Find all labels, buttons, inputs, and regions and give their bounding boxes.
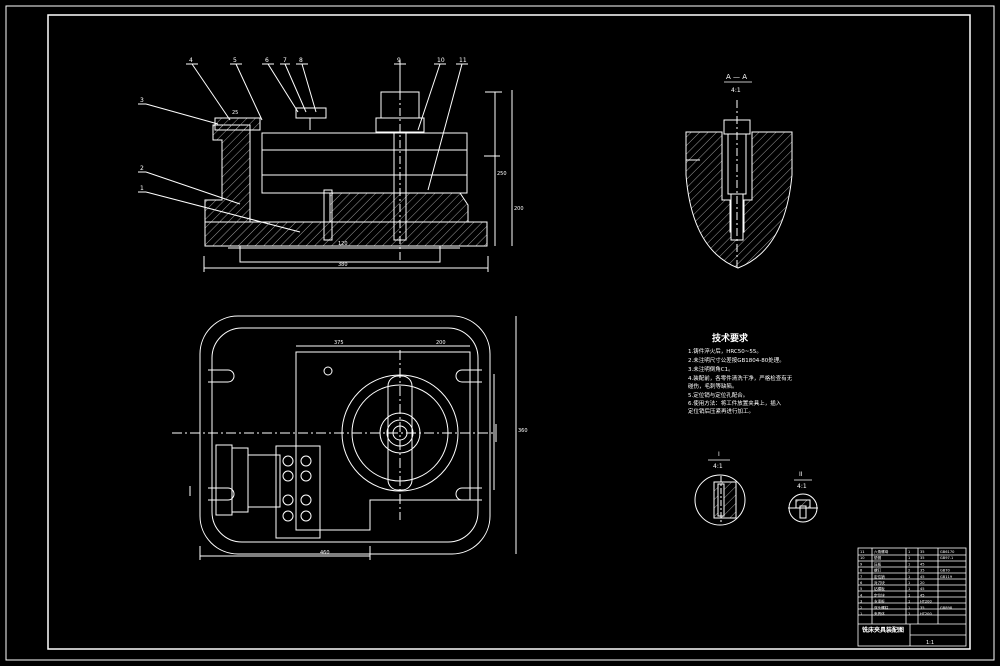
dim-250: 250 <box>497 171 507 177</box>
title-block-cell: 1 <box>908 593 910 597</box>
title-block-cell: 1 <box>908 550 910 554</box>
callout-2: 2 <box>140 165 144 172</box>
title-block-cell: 5 <box>860 587 862 591</box>
tech-req-line-5: 碰伤，毛刺等缺陷。 <box>688 382 738 390</box>
dim-375: 375 <box>334 340 344 346</box>
title-block <box>857 547 967 647</box>
title-block-cell: GB97.1 <box>940 556 953 560</box>
dim-460: 460 <box>320 550 330 556</box>
title-block-cell: 35 <box>920 556 925 560</box>
callout-10: 10 <box>437 57 445 64</box>
title-block-cell: 9 <box>860 562 863 566</box>
title-block-cell: 7 <box>860 575 862 579</box>
section-aa-scale: 4:1 <box>731 87 741 94</box>
dim-200: 200 <box>514 206 524 212</box>
front-section-view <box>138 60 513 272</box>
title-block-cell: 2 <box>860 606 862 610</box>
title-block-cell: 10 <box>860 556 865 560</box>
title-block-cell: 1 <box>908 612 910 616</box>
callout-5: 5 <box>233 57 237 64</box>
title-block-cell: HT200 <box>920 600 932 604</box>
title-block-cell: 4 <box>860 593 863 597</box>
tech-req-line-4: 4.装配前，各零件清洗干净，严格检查有无 <box>688 374 793 382</box>
detail-i-view <box>694 474 746 526</box>
title-block-cell: 定位块 <box>874 592 885 597</box>
inner-frame <box>47 14 971 650</box>
section-aa-title: A — A <box>726 73 747 81</box>
title-block-cell: 1 <box>908 575 910 579</box>
tech-req-line-1: 1.铸件淬火后，HRC50~55。 <box>688 347 762 355</box>
tech-req-heading: 技术要求 <box>712 332 749 344</box>
tech-req-line-6: 5.定位销与定位孔配合。 <box>688 391 748 399</box>
title-block-name: 铣床夹具装配图 <box>862 626 904 634</box>
callout-11: 11 <box>459 57 467 64</box>
dim-25: 25 <box>232 110 238 116</box>
title-block-cell: 支承板 <box>874 599 885 604</box>
title-block-cell: 6 <box>860 581 863 585</box>
title-block-cell: HT200 <box>920 612 932 616</box>
title-block-cell: 垫圈 <box>874 555 882 560</box>
detail-ii-view <box>788 493 818 523</box>
title-block-cell: 六角螺母 <box>874 549 889 554</box>
callout-7: 7 <box>283 57 287 64</box>
title-block-cell: 1 <box>908 587 910 591</box>
callout-4: 4 <box>189 57 193 64</box>
detail-i-label: I <box>718 451 720 458</box>
title-block-cell: 20 <box>920 581 925 585</box>
tech-req-line-7: 6.使用方法：将工件放置夹具上，插入 <box>688 399 782 407</box>
tech-req-line-2: 2.未注明尺寸公差按GB1804-80处理。 <box>688 356 785 364</box>
title-block-cell: 1 <box>860 612 862 616</box>
title-block-cell: 11 <box>860 550 865 554</box>
detail-ii-scale: 4:1 <box>797 483 807 490</box>
section-aa-view <box>685 100 793 270</box>
title-block-cell: 1 <box>908 556 910 560</box>
title-block-cell: 1 <box>908 581 910 585</box>
title-block-cell: 1 <box>908 606 910 610</box>
tech-req-line-3: 3.未注明倒角C1。 <box>688 365 734 373</box>
title-block-cell: 35 <box>920 606 925 610</box>
title-block-cell: 8 <box>860 569 863 573</box>
callout-6: 6 <box>265 57 269 64</box>
dim-200-plan: 200 <box>436 340 446 346</box>
title-block-cell: 双头螺柱 <box>874 605 889 610</box>
detail-i-scale: 4:1 <box>713 463 723 470</box>
title-block-cell: 螺钉 <box>874 568 882 573</box>
title-block-cell: 压板 <box>874 561 882 566</box>
dim-380: 380 <box>338 262 348 268</box>
title-block-cell: 45 <box>920 575 925 579</box>
title-block-cell: 3 <box>860 600 862 604</box>
dim-360: 360 <box>518 428 528 434</box>
title-block-cell: 1 <box>908 600 910 604</box>
outer-frame <box>5 5 995 661</box>
title-block-cell: 45 <box>920 562 925 566</box>
plan-view <box>172 315 517 560</box>
title-block-cell: GB6170 <box>940 550 955 554</box>
title-block-cell: GB898 <box>940 606 953 610</box>
title-block-cell: 2 <box>908 569 910 573</box>
title-block-cell: 1 <box>908 562 910 566</box>
tech-req-line-8: 定位销后压紧再进行加工。 <box>688 407 754 415</box>
callout-8: 8 <box>299 57 303 64</box>
title-block-cell: 对刀块 <box>874 580 885 585</box>
title-block-cell: 定位销 <box>874 574 885 579</box>
title-block-cell: 钻模板 <box>874 586 885 591</box>
callout-9: 9 <box>397 57 401 64</box>
callout-1: 1 <box>140 185 144 192</box>
callout-3: 3 <box>140 97 144 104</box>
detail-ii-label: II <box>799 471 803 478</box>
title-block-scale: 1:1 <box>926 640 934 646</box>
title-block-cell: 35 <box>920 550 925 554</box>
title-block-cell: GB70 <box>940 569 951 573</box>
dim-120: 120 <box>338 241 348 247</box>
title-block-cell: 45 <box>920 593 925 597</box>
title-block-cell: 35 <box>920 569 925 573</box>
title-block-cell: 夹具体 <box>874 611 885 616</box>
title-block-cell: 45 <box>920 587 925 591</box>
title-block-cell: GB119 <box>940 575 953 579</box>
